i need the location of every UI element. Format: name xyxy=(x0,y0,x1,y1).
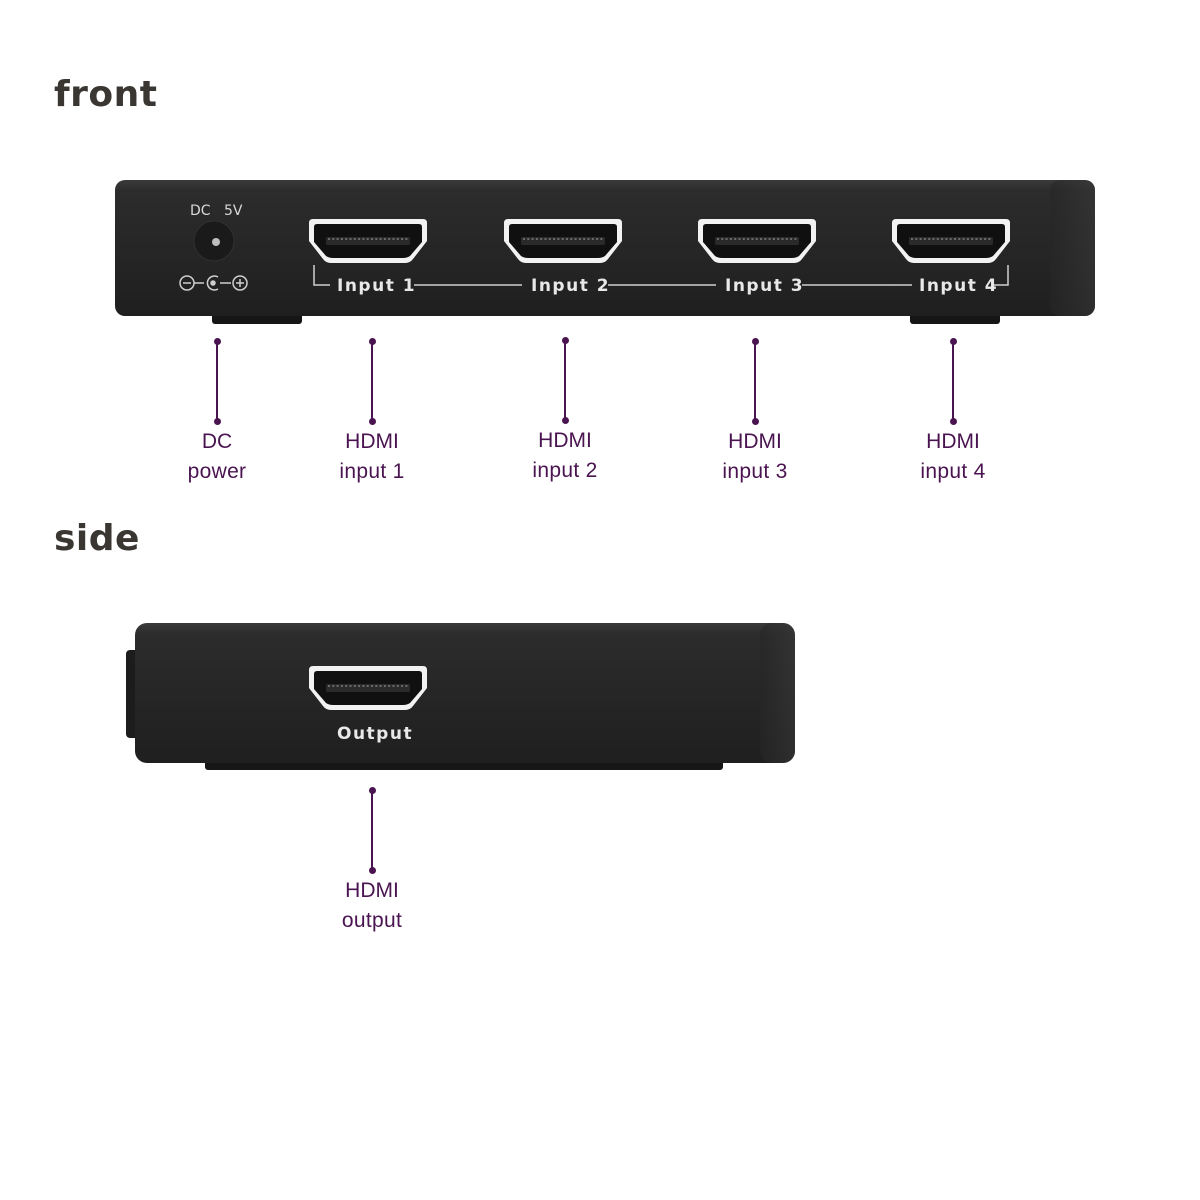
port-label-input-3: Input 3 xyxy=(725,276,804,296)
callout-label-line2: power xyxy=(187,460,247,483)
callout-label-line2: input 4 xyxy=(920,460,986,483)
hdmi-port-output xyxy=(309,666,427,710)
port-label-input-1: Input 1 xyxy=(337,276,416,296)
front-view-title: front xyxy=(54,74,158,115)
hdmi-port-input-4 xyxy=(892,219,1010,263)
side-device-illustration: Output xyxy=(126,623,795,770)
front-device-illustration: DC 5V Input 1 Input 2 Input 3 Input 4 xyxy=(115,180,1095,324)
hdmi-port-input-1 xyxy=(309,219,427,263)
callout-hdmi-input-3: HDMI input 3 xyxy=(655,338,855,488)
side-view-title: side xyxy=(54,518,140,559)
callout-label-line2: input 2 xyxy=(532,459,598,482)
dc-text: DC xyxy=(190,203,211,219)
callout-label-line2: input 3 xyxy=(722,460,788,483)
callout-label-line2: input 1 xyxy=(339,460,405,483)
callout-hdmi-input-1: HDMI input 1 xyxy=(272,338,472,488)
voltage-text: 5V xyxy=(224,203,243,219)
callout-label-line1: DC xyxy=(201,430,233,453)
port-label-input-4: Input 4 xyxy=(919,276,998,296)
hdmi-port-input-2 xyxy=(504,219,622,263)
port-label-output: Output xyxy=(337,724,413,744)
port-label-input-2: Input 2 xyxy=(531,276,610,296)
callout-hdmi-output: HDMI output xyxy=(272,787,472,937)
input-bracket-line xyxy=(313,265,1009,286)
callout-label-line1: HDMI xyxy=(728,430,782,453)
callout-label-line1: HDMI xyxy=(926,430,980,453)
callout-label-line1: HDMI xyxy=(345,879,399,902)
device-body-side xyxy=(135,623,795,763)
polarity-icon xyxy=(179,275,248,291)
callout-hdmi-input-2: HDMI input 2 xyxy=(465,337,665,487)
callout-label-line1: HDMI xyxy=(538,429,592,452)
callout-label-line1: HDMI xyxy=(345,430,399,453)
callout-label-line2: output xyxy=(341,909,403,932)
callout-dc-power: DC power xyxy=(117,338,317,488)
hdmi-port-input-3 xyxy=(698,219,816,263)
callout-hdmi-input-4: HDMI input 4 xyxy=(853,338,1053,488)
